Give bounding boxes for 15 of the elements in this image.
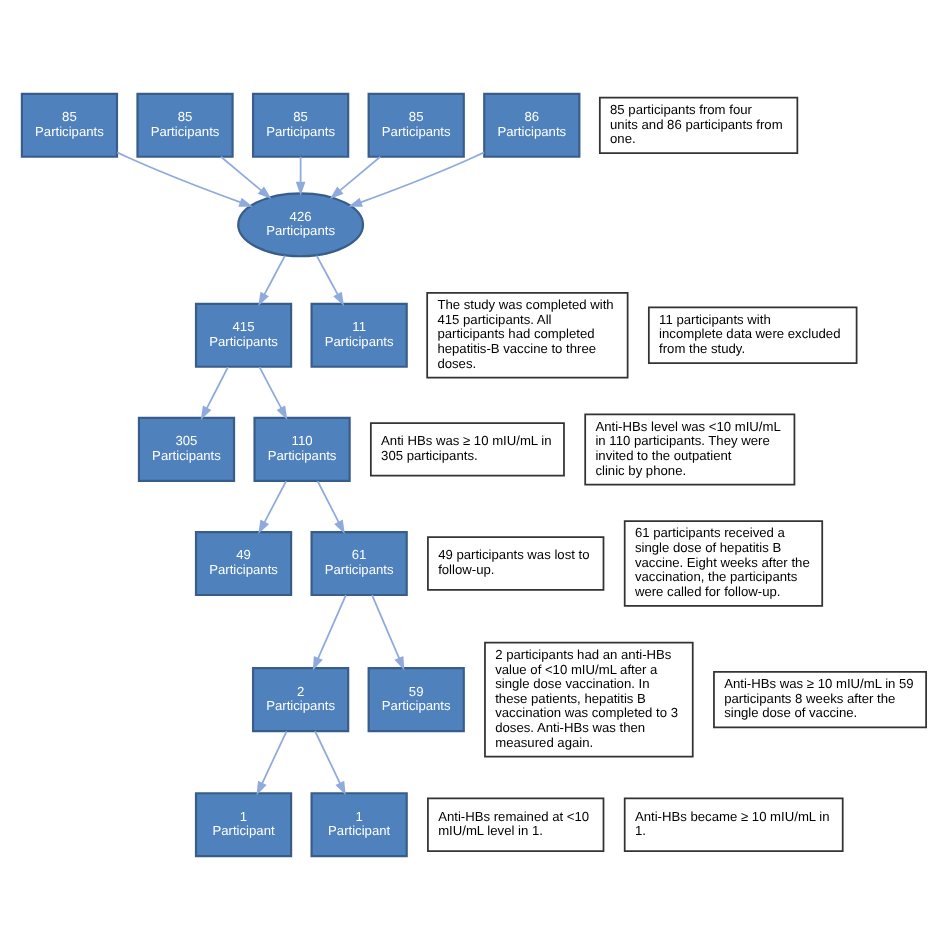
arrow <box>329 154 382 198</box>
arrow <box>258 479 287 534</box>
arrow <box>116 150 253 206</box>
arrow <box>348 150 485 206</box>
arrow <box>256 729 288 795</box>
arrow <box>371 593 405 670</box>
arrow <box>295 154 306 195</box>
arrow <box>200 365 229 419</box>
arrow <box>312 593 347 670</box>
arrow <box>315 253 345 306</box>
arrow <box>314 729 346 795</box>
arrow <box>258 253 286 306</box>
arrow <box>220 154 272 198</box>
arrow <box>258 365 288 419</box>
arrow <box>316 479 345 534</box>
